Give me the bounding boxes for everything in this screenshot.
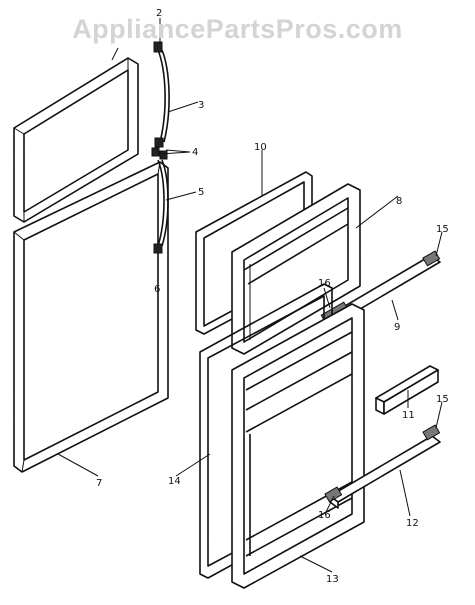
fresh-food-door-gasket: [13, 161, 169, 473]
callout-8: 8: [396, 196, 402, 207]
callout-5: 5: [198, 187, 204, 198]
callout-16-lower: 16: [318, 510, 331, 521]
handle-screws: [151, 147, 168, 160]
callout-6: 6: [154, 284, 160, 295]
callout-10: 10: [254, 142, 267, 153]
freezer-inner-door-liner: [231, 183, 361, 355]
leader-lines: [57, 18, 443, 573]
callout-3: 3: [198, 100, 204, 111]
watermark: AppliancePartsPros.com: [72, 14, 403, 44]
callout-15-lower: 15: [436, 394, 449, 405]
freezer-door-gasket: [13, 57, 139, 223]
dairy-door-bar: [375, 365, 439, 415]
callout-7: 7: [96, 478, 102, 489]
fresh-food-inner-door-liner: [231, 303, 365, 589]
callout-16-upper: 16: [318, 278, 331, 289]
callout-14: 14: [168, 476, 181, 487]
callout-11: 11: [402, 410, 415, 421]
callout-12: 12: [406, 518, 419, 529]
callout-13: 13: [326, 574, 339, 585]
callout-15-upper: 15: [436, 224, 449, 235]
fresh-food-handle: [153, 159, 169, 254]
callout-2: 2: [156, 8, 162, 19]
freezer-handle: [153, 41, 170, 148]
callout-4: 4: [192, 147, 198, 158]
fresh-food-door-shelf: [324, 424, 441, 509]
callout-9: 9: [394, 322, 400, 333]
